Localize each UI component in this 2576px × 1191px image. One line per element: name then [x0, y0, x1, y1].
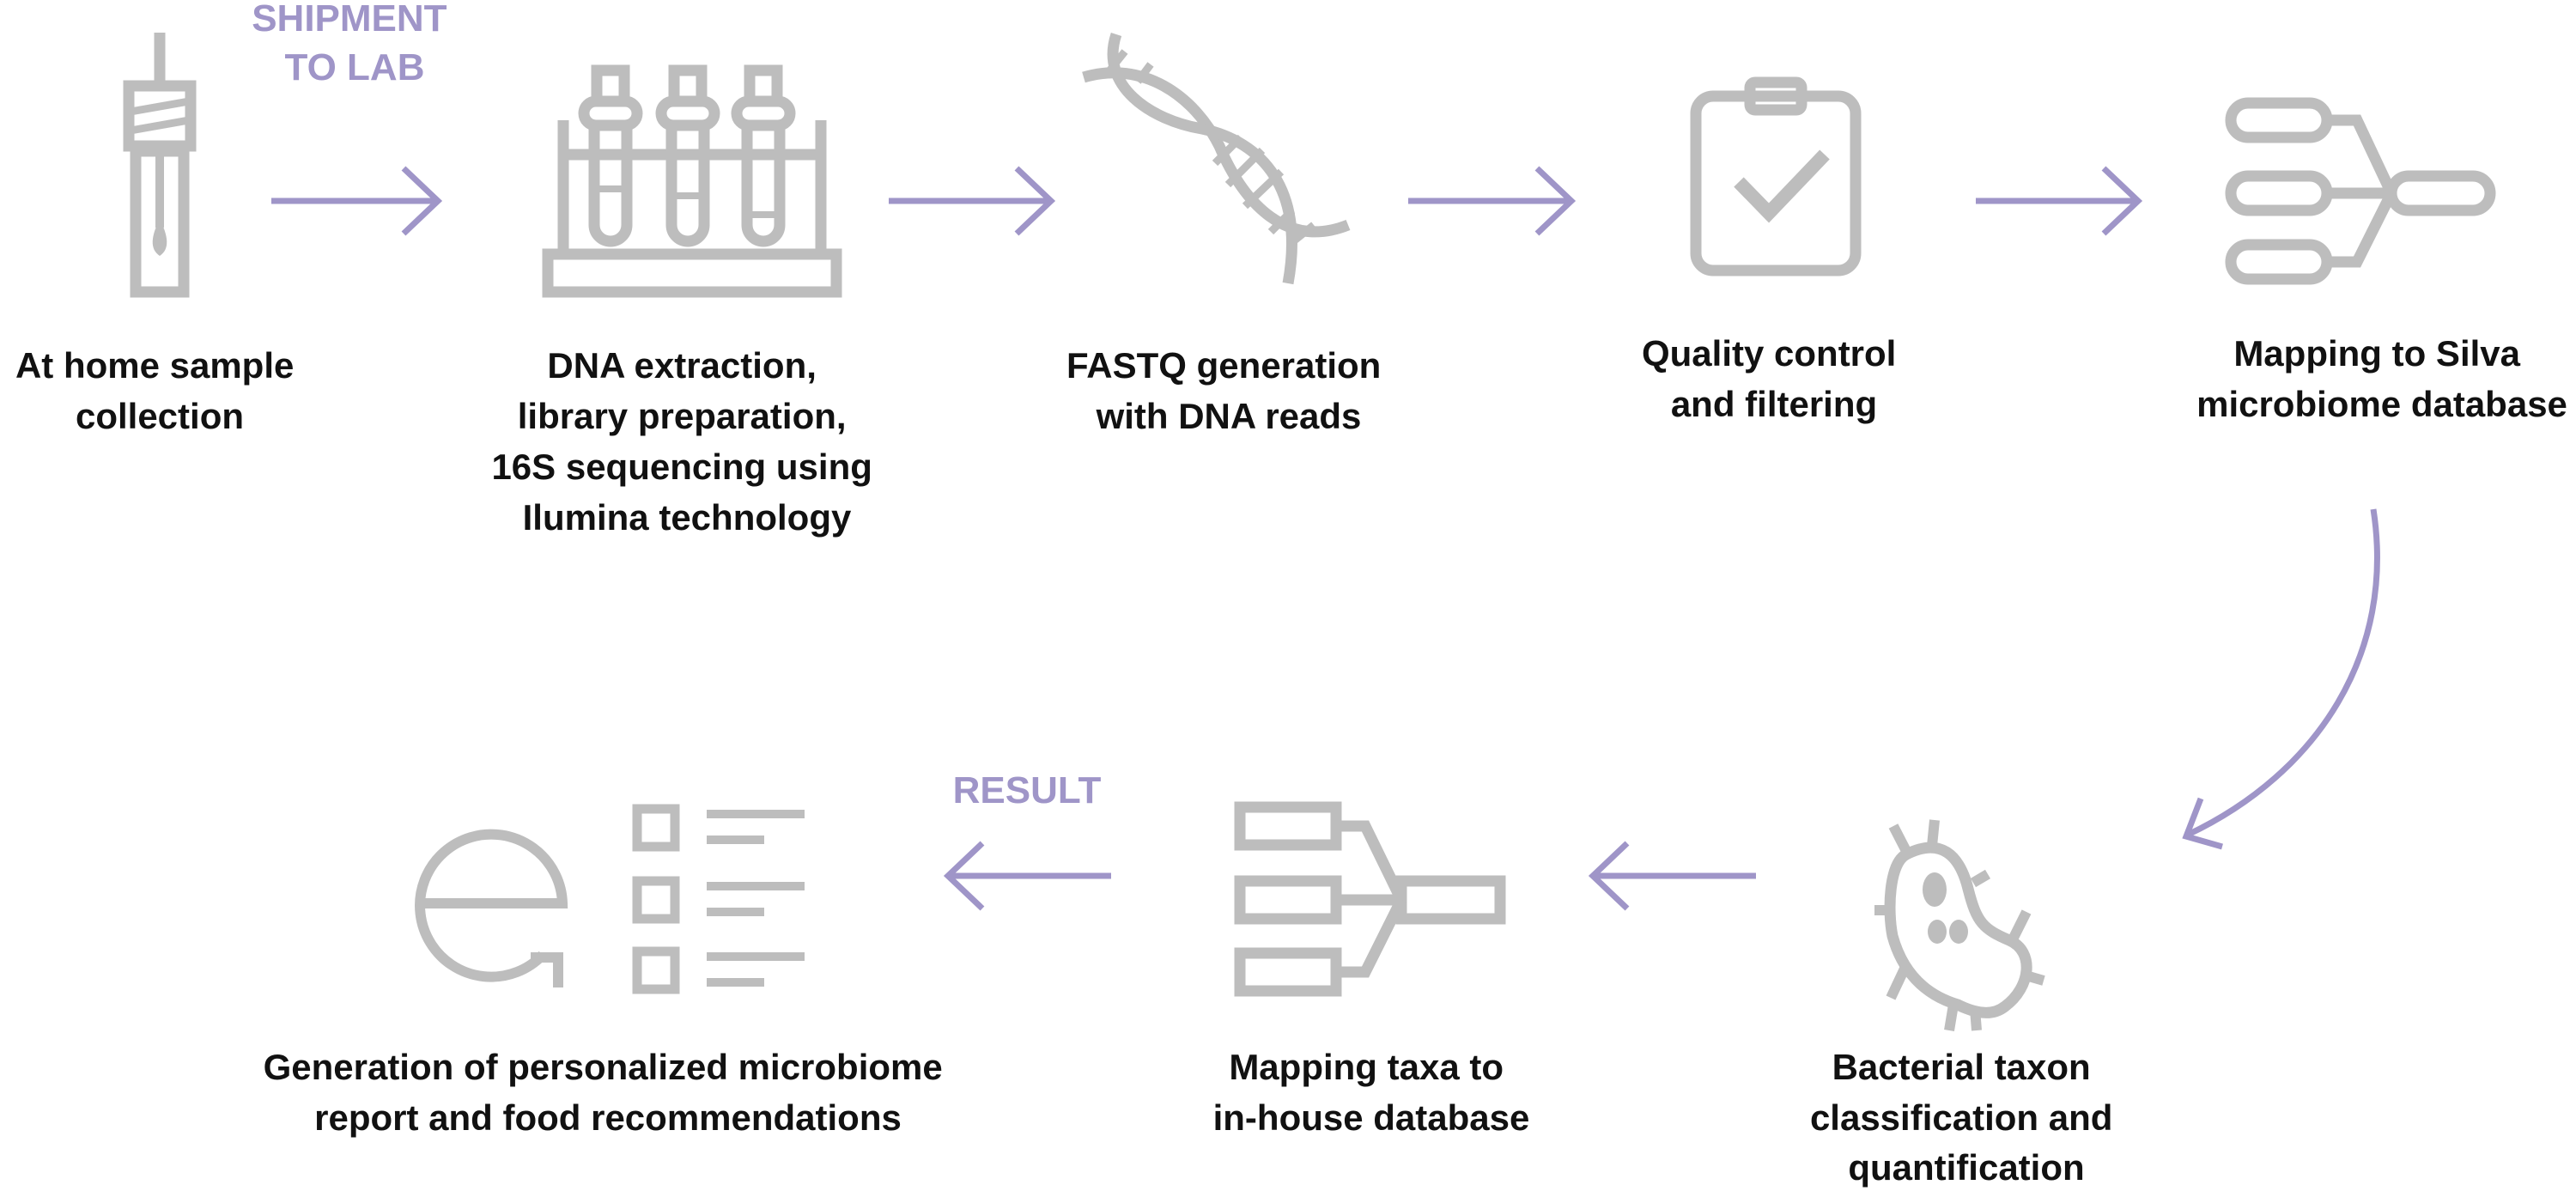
mapping-database-icon [1234, 801, 1506, 997]
dna-helix-icon [1082, 32, 1351, 285]
result-annotation: RESULT [953, 769, 1102, 811]
arrow-right-3 [1408, 166, 1577, 236]
shipment-annotation: SHIPMENT TO LAB [252, 0, 458, 88]
mapping-merge-icon [2225, 97, 2496, 285]
arrow-right-1 [271, 166, 443, 236]
test-tubes-rack-icon [542, 64, 842, 298]
shipment-line-1: SHIPMENT [252, 0, 447, 39]
step-label-fastq: FASTQ generation with DNA reads [1066, 345, 1391, 436]
arrow-right-2 [889, 166, 1056, 236]
arrow-left-1 [1588, 841, 1756, 911]
step-label-inhouse-mapping: Mapping taxa to in-house database [1213, 1047, 1530, 1138]
curved-arrow-down [2182, 508, 2380, 850]
clipboard-check-icon [1690, 76, 1862, 276]
step-label-dna-extraction: DNA extraction, library preparation, 16S… [491, 345, 882, 538]
step-label-sample-collection: At home sample collection [15, 345, 304, 436]
swab-tube-icon [123, 33, 197, 298]
arrow-left-2 [943, 841, 1111, 911]
shipment-line-2: TO LAB [285, 46, 425, 88]
report-list-icon [415, 804, 805, 994]
step-label-silva-mapping: Mapping to Silva microbiome database [2196, 333, 2567, 424]
step-label-report-generation: Generation of personalized microbiome re… [264, 1047, 953, 1138]
arrow-right-4 [1976, 166, 2143, 236]
step-label-quality-control: Quality control and filtering [1642, 333, 1906, 424]
bacterium-icon [1874, 819, 2045, 1031]
step-label-taxon-classification: Bacterial taxon classification and quant… [1810, 1047, 2123, 1188]
